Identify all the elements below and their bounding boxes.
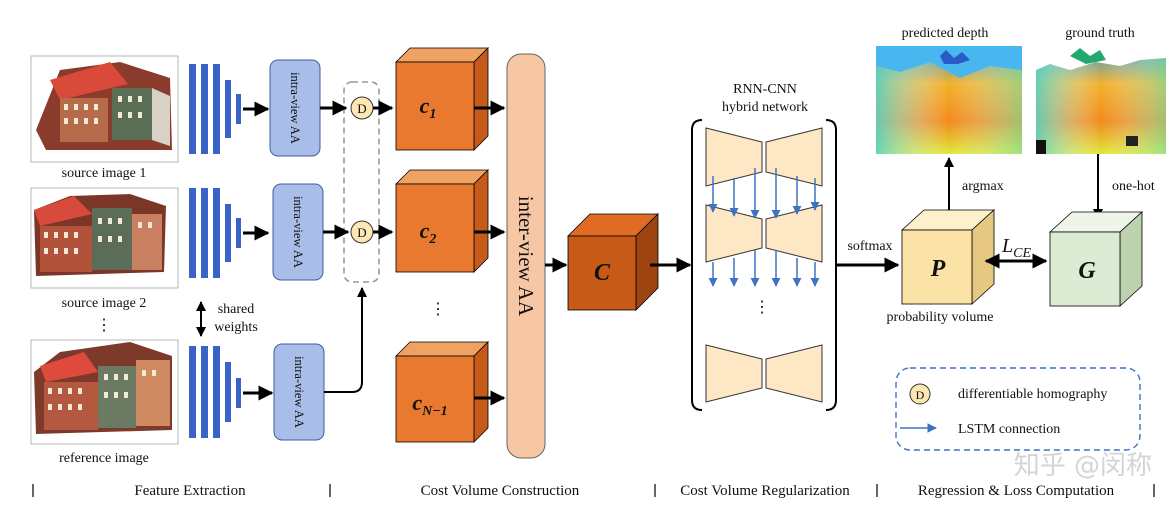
predicted-depth-label: predicted depth [902, 26, 989, 41]
hourglass-block-2 [705, 204, 823, 263]
regularization-ellipsis: ⋮ [754, 299, 770, 316]
svg-text:G: G [1078, 258, 1096, 284]
svg-text:c2: c2 [420, 218, 437, 247]
legend-homography-label: differentiable homography [958, 387, 1107, 402]
svg-text:intra-view AA: intra-view AA [292, 356, 306, 428]
svg-text:c1: c1 [420, 93, 437, 122]
hourglass-block-3 [705, 344, 823, 403]
svg-text:C: C [594, 260, 611, 286]
intra-view-aa-2: intra-view AA [272, 183, 324, 281]
softmax-label: softmax [847, 239, 892, 254]
legend-lstm-label: LSTM connection [958, 422, 1060, 437]
legend: D differentiable homography LSTM connect… [895, 367, 1141, 451]
inter-view-aa-block: inter-view AA [506, 53, 546, 459]
watermark: 知乎 @闵称 [1014, 451, 1152, 481]
ground-truth-volume: G [1048, 211, 1144, 307]
svg-text:D: D [357, 101, 366, 116]
section-footer: Feature Extraction Cost Volume Construct… [32, 483, 1155, 499]
cost-volume-c2: c2 [395, 169, 489, 273]
regularization-bracket-right [825, 119, 837, 411]
source-image-1-caption: source image 1 [62, 166, 147, 181]
ground-truth-label: ground truth [1065, 26, 1135, 41]
shared-weights-label-line1: shared [218, 302, 255, 317]
predicted-depth-map [876, 46, 1022, 154]
rnn-cnn-label-line2: hybrid network [722, 100, 808, 115]
section-feature-extraction: Feature Extraction [134, 483, 246, 499]
onehot-label: one-hot [1112, 179, 1155, 194]
section-cost-volume-regularization: Cost Volume Regularization [680, 483, 850, 499]
arrow-ref-to-homography [324, 287, 367, 393]
reference-image-caption: reference image [59, 451, 149, 466]
lstm-connections-2 [708, 250, 820, 287]
probability-volume: P [900, 209, 996, 305]
regularization-bracket-left [691, 119, 703, 411]
source-image-2 [30, 187, 179, 289]
feature-extractor-ref [189, 346, 241, 438]
intra-view-aa-1: intra-view AA [269, 59, 321, 157]
section-regression-loss: Regression & Loss Computation [918, 483, 1115, 499]
ground-truth-map [1036, 46, 1166, 154]
rnn-cnn-label-line1: RNN-CNN [733, 82, 797, 97]
homography-node-2: D [350, 220, 374, 244]
svg-text:inter-view AA: inter-view AA [514, 196, 538, 317]
reference-image [30, 339, 179, 445]
svg-text:D: D [357, 225, 366, 240]
probability-volume-caption: probability volume [887, 310, 994, 325]
svg-text:P: P [930, 256, 946, 282]
shared-weights-label-line2: weights [214, 320, 258, 335]
svg-text:cN−1: cN−1 [412, 390, 447, 419]
feature-extractor-2 [189, 188, 241, 278]
feature-extractor-1 [189, 64, 241, 154]
section-cost-volume-construction: Cost Volume Construction [421, 483, 580, 499]
images-ellipsis: ⋮ [96, 317, 112, 334]
cost-volume-c1: c1 [395, 47, 489, 151]
argmax-label: argmax [962, 179, 1004, 194]
homography-group [343, 81, 380, 283]
source-image-1 [30, 55, 179, 163]
source-image-2-caption: source image 2 [62, 296, 147, 311]
hourglass-block-1 [705, 127, 823, 187]
intra-view-aa-ref: intra-view AA [273, 343, 325, 441]
homography-node-1: D [350, 96, 374, 120]
svg-text:D: D [916, 388, 925, 402]
cost-volume-ellipsis: ⋮ [430, 301, 446, 318]
loss-label: LCE [1001, 235, 1031, 261]
lstm-connections-1 [708, 168, 820, 219]
legend-homography-icon [909, 383, 931, 405]
cost-volume-cn-1: cN−1 [395, 341, 489, 443]
svg-text:intra-view AA: intra-view AA [288, 72, 302, 144]
combined-cost-volume: C [567, 213, 659, 311]
svg-text:intra-view AA: intra-view AA [291, 196, 305, 268]
